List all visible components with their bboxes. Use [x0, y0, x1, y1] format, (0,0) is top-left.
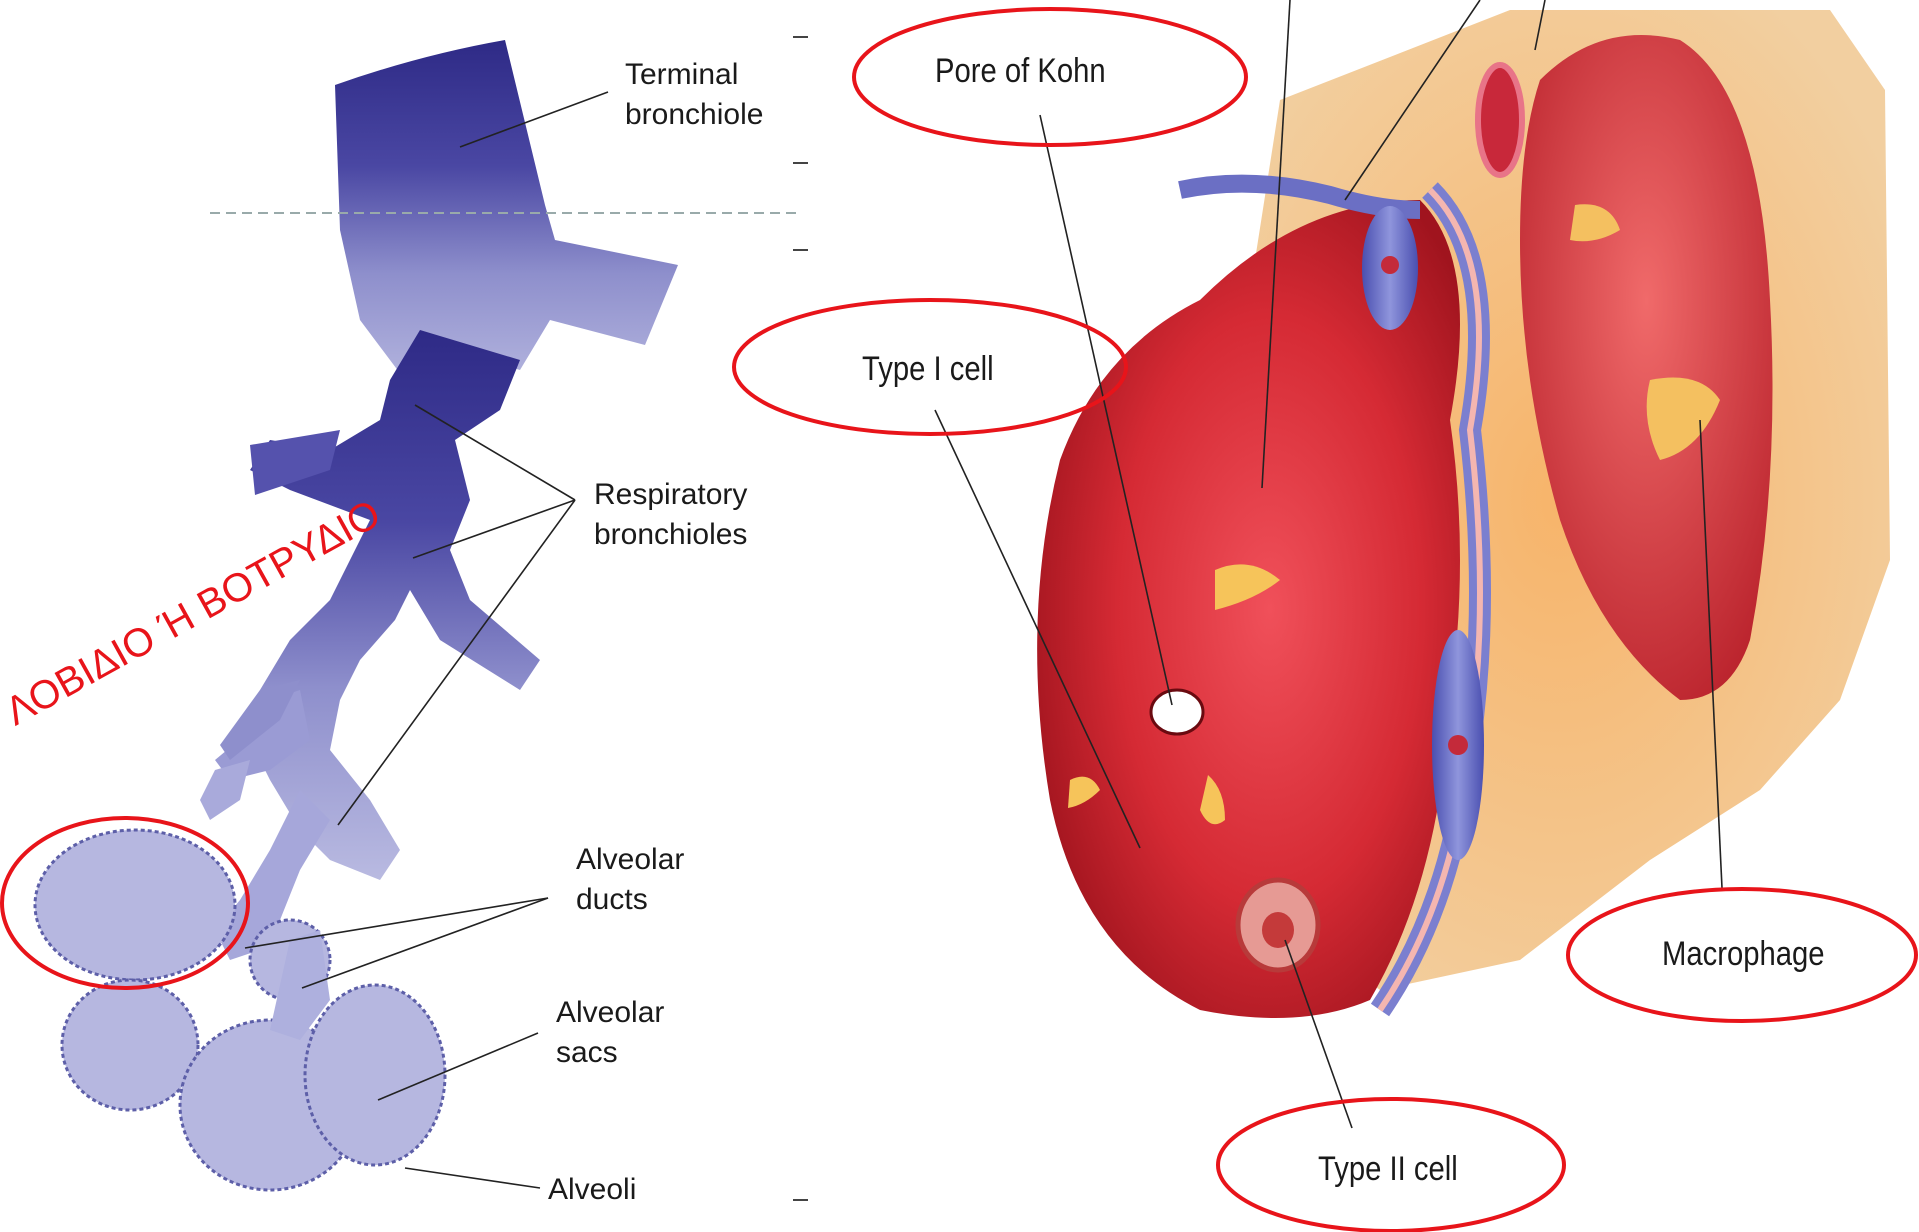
label-line: bronchioles — [594, 515, 747, 555]
scale-ticks — [793, 37, 808, 1200]
red-blood-cell — [1448, 735, 1468, 755]
label-alveoli: Alveoli — [548, 1170, 636, 1210]
alveolar-duct-left-branch — [200, 760, 250, 820]
label-alveolar-ducts: Alveolar ducts — [576, 840, 684, 920]
label-macrophage: Macrophage — [1662, 935, 1825, 974]
pore-of-kohn-hole — [1151, 690, 1203, 734]
label-line: Alveolar — [556, 993, 664, 1033]
label-respiratory-bronchioles: Respiratory bronchioles — [594, 475, 747, 555]
alveolar-sac — [35, 830, 235, 980]
alveolus-illustration — [1037, 10, 1890, 1018]
red-blood-cell — [1381, 256, 1399, 274]
label-alveolar-sacs: Alveolar sacs — [556, 993, 664, 1073]
label-line: bronchiole — [625, 95, 763, 135]
alveolar-sac — [62, 980, 198, 1110]
label-terminal-bronchiole: Terminal bronchiole — [625, 55, 763, 135]
label-line: ducts — [576, 880, 684, 920]
capillary-cross-section — [1478, 65, 1522, 175]
type-ii-cell-nucleus — [1262, 912, 1294, 948]
respiratory-bronchiole-shape — [250, 330, 540, 880]
label-type-i-cell: Type I cell — [862, 350, 994, 389]
label-line: Respiratory — [594, 475, 747, 515]
label-line: Terminal — [625, 55, 763, 95]
alveolar-sac — [305, 985, 445, 1165]
label-type-ii-cell: Type II cell — [1318, 1150, 1458, 1189]
label-line: Alveolar — [576, 840, 684, 880]
alveolar-sacs — [35, 830, 445, 1190]
label-line: sacs — [556, 1033, 664, 1073]
label-pore-of-kohn: Pore of Kohn — [935, 52, 1106, 91]
